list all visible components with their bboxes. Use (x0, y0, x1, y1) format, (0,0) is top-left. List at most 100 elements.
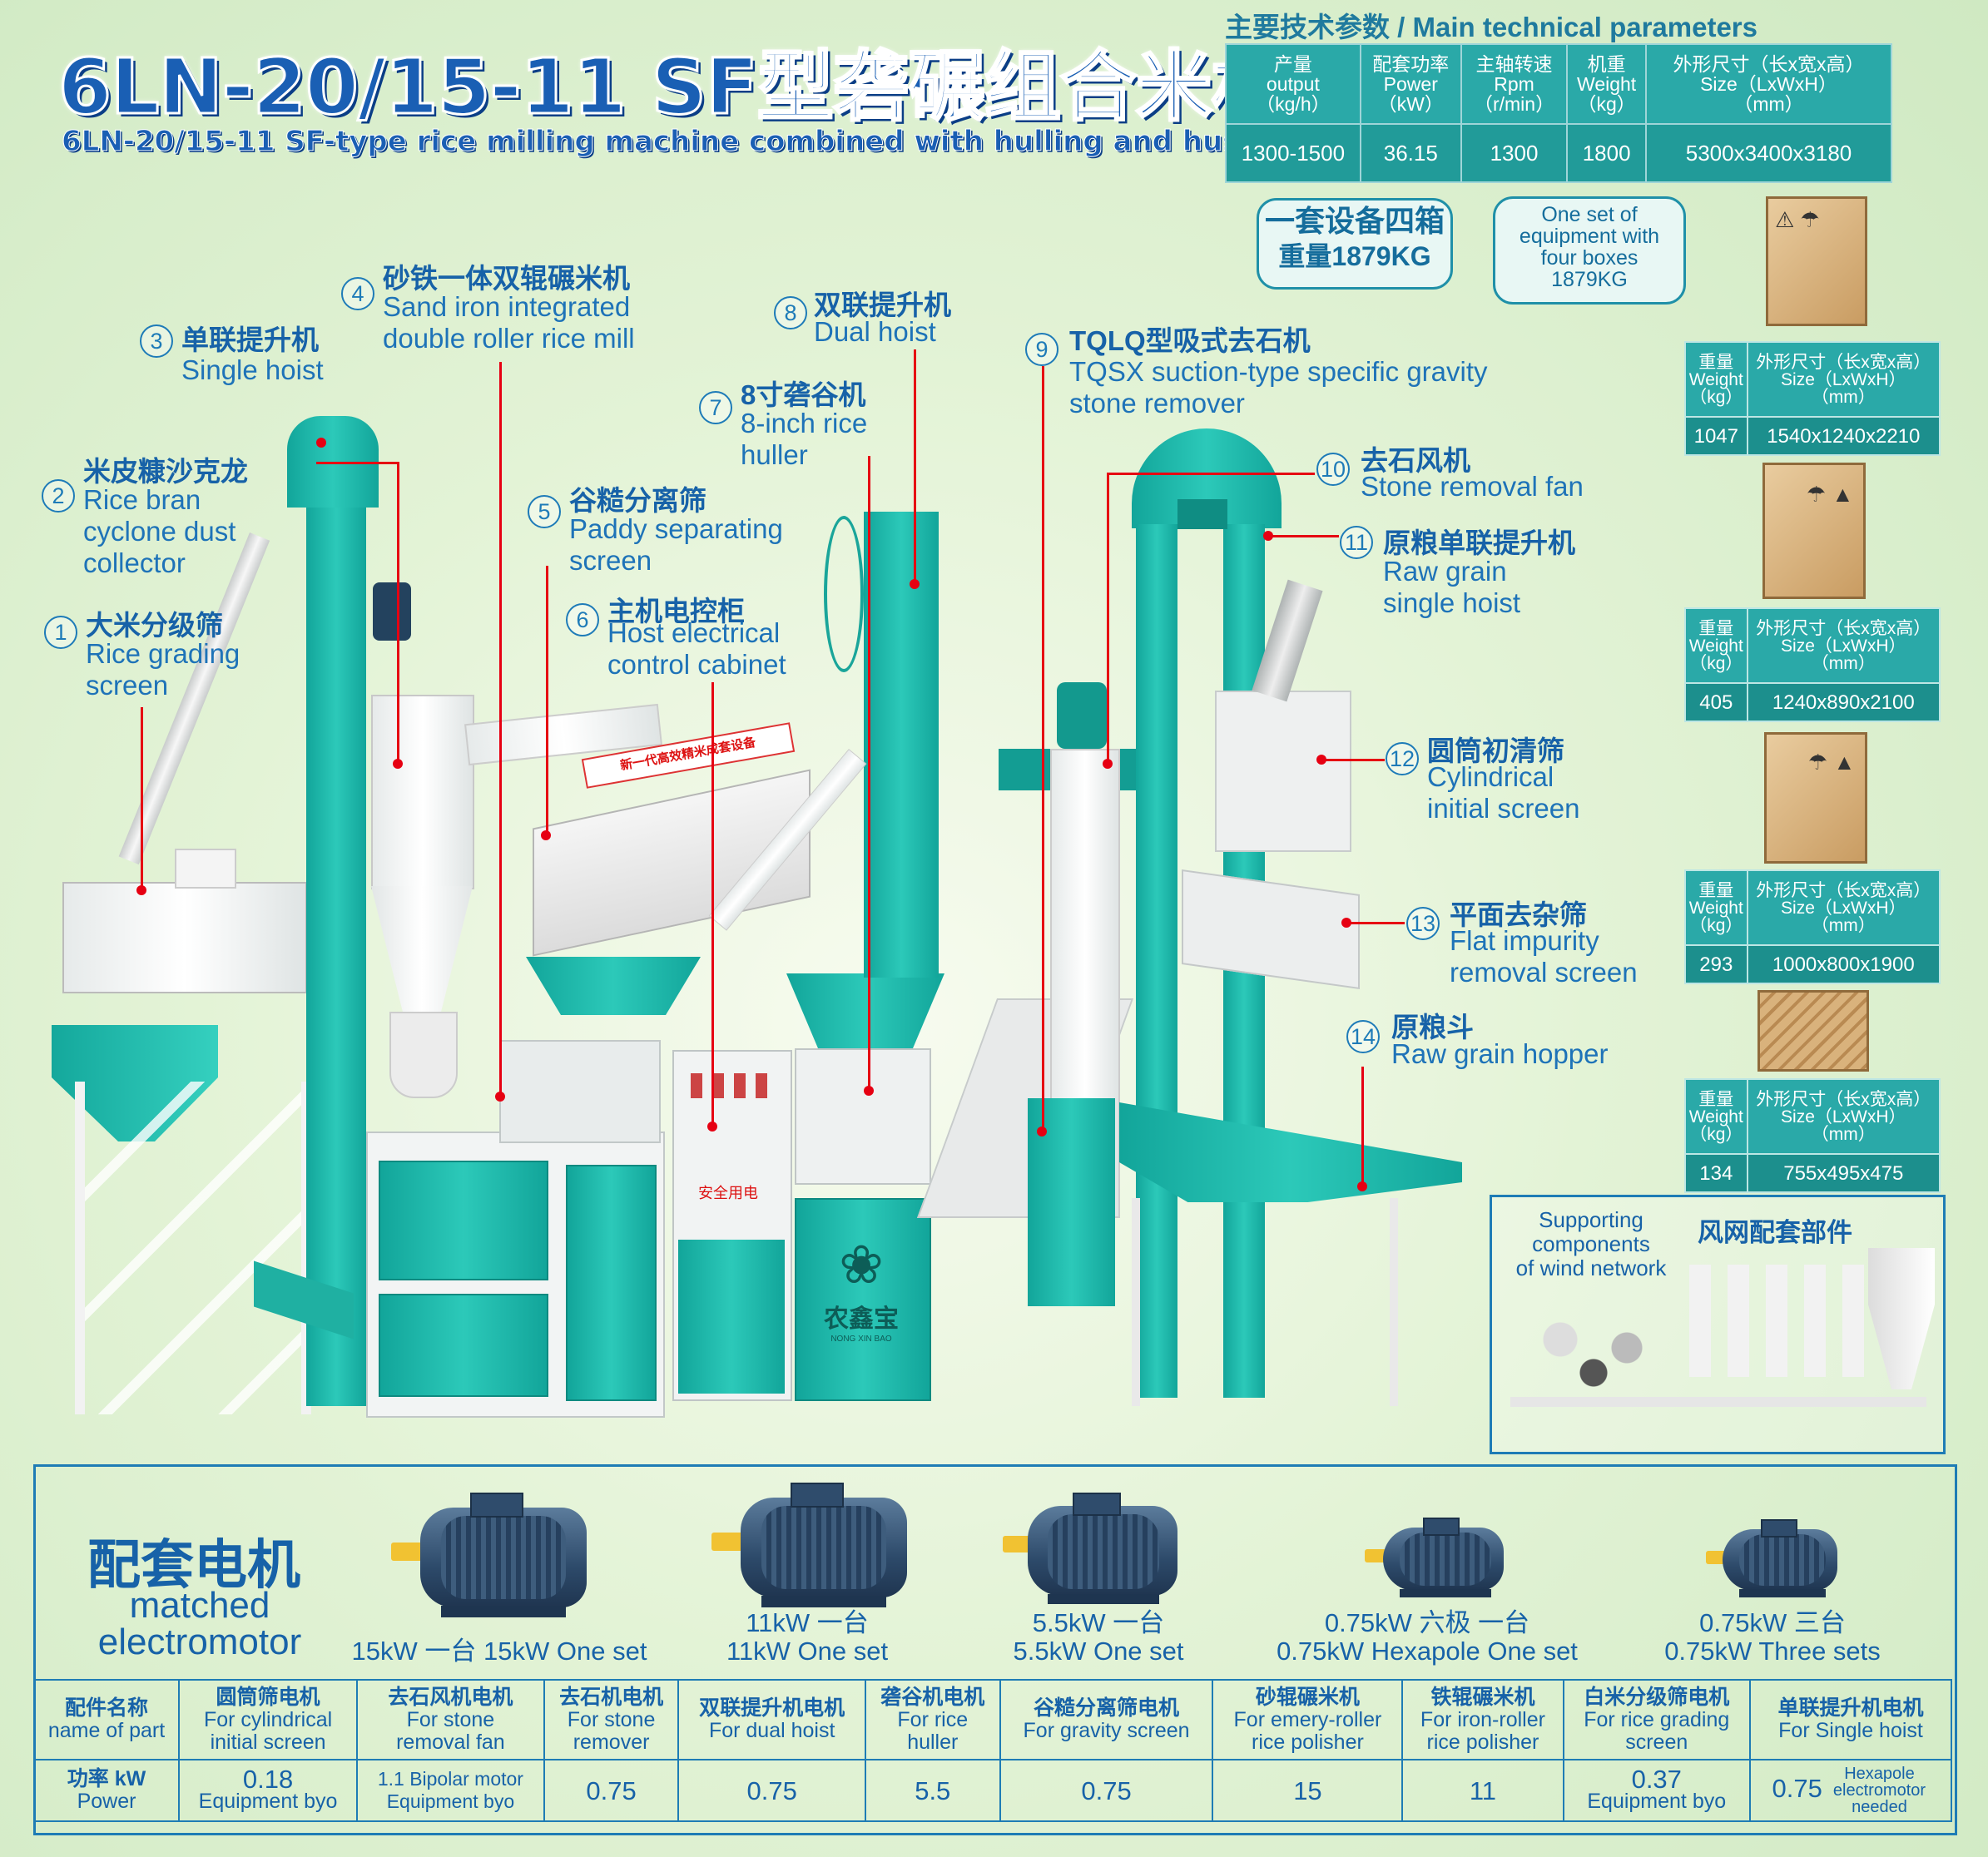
motor-terminal-box (791, 1483, 844, 1508)
callout-10-cn: 去石风机 (1361, 445, 1470, 476)
motor-shaft (391, 1543, 424, 1561)
callout-number-6: 6 (566, 603, 599, 636)
leader-line-2 (397, 462, 399, 761)
brand-name-en: NONG XIN BAO (830, 1335, 892, 1344)
motor-fins (761, 1506, 886, 1589)
leader-dot-3 (316, 438, 326, 448)
callout-14-cn: 原粮斗 (1391, 1012, 1474, 1042)
leader-dot-2 (393, 759, 403, 769)
callout-number-13: 13 (1406, 907, 1440, 940)
single-hoist (306, 474, 366, 1406)
cabinet-lower-panel (678, 1240, 785, 1394)
motor-foot (1048, 1594, 1159, 1604)
cabinet-warning-label: 安全用电 (698, 1185, 758, 1201)
callout-14-en: Raw grain hopper (1391, 1038, 1609, 1069)
crate-image-2: ☂ ▲ (1762, 463, 1866, 599)
support-rails-image (1510, 1385, 1926, 1419)
callout-number-3: 3 (140, 324, 173, 358)
tech-value-power: 36.15 (1359, 123, 1462, 183)
leader-line-10h (1107, 473, 1315, 475)
rice-mill-upper (499, 1040, 661, 1143)
callout-4-cn: 砂铁一体双辊碾米机 (383, 263, 630, 294)
rice-mill-panel-3 (566, 1165, 657, 1401)
motor-foot (1400, 1589, 1491, 1597)
callout-number-4: 4 (341, 277, 374, 310)
leader-line-5 (546, 566, 548, 834)
rice-mill-panel-1 (379, 1161, 548, 1280)
power-cell-8: 11 (1401, 1759, 1564, 1822)
tech-value-size: 5300x3400x3180 (1645, 123, 1892, 183)
tech-value-weight: 1800 (1566, 123, 1647, 183)
callout-10-en: Stone removal fan (1361, 471, 1584, 502)
rice-grading-screen-box (62, 882, 307, 993)
stone-remover-fan-motor (1057, 682, 1107, 749)
callout-number-2: 2 (42, 479, 75, 513)
rice-mill-panel-2 (379, 1294, 548, 1397)
flat-impurity-removal-screen (1182, 869, 1360, 990)
page-subtitle: 6LN-20/15-11 SF-type rice milling machin… (61, 125, 1309, 159)
crate-image-4 (1757, 990, 1869, 1072)
leader-line-1 (141, 707, 143, 886)
crate-size: 1000x800x1900 (1746, 944, 1941, 984)
callout-7-cn: 8寸砻谷机 (741, 379, 866, 410)
crate-size: 755x495x475 (1746, 1153, 1941, 1193)
power-cell-5: 5.5 (864, 1759, 1001, 1822)
callout-11-cn: 原粮单联提升机 (1383, 527, 1575, 558)
motor-fins (1048, 1514, 1159, 1589)
motor-shaft (1003, 1536, 1033, 1552)
leader-line-12 (1323, 759, 1385, 761)
callout-5-cn: 谷糙分离筛 (569, 485, 706, 516)
cyclone-cone (371, 886, 473, 1028)
motor-shaft (1365, 1549, 1386, 1562)
page-title: 6LN-20/15-11 SF型砻碾组合米机 (57, 42, 1290, 133)
callout-8-cn: 双联提升机 (814, 290, 951, 320)
callout-2-cn: 米皮糠沙克龙 (83, 456, 248, 487)
crate-weight: 293 (1684, 944, 1748, 984)
callout-number-9: 9 (1025, 333, 1058, 366)
tech-header-size: 外形尺寸（长x宽x高）Size（LxWxH）（mm） (1645, 43, 1892, 125)
motor-0-75kw-three-image (1706, 1518, 1847, 1614)
leader-line-10 (1107, 473, 1109, 762)
callout-12-cn: 圆筒初清筛 (1427, 735, 1564, 766)
cyclone-dust-collector (371, 695, 474, 889)
leader-line-9 (1042, 366, 1044, 1130)
cabinet-buttons (691, 1073, 774, 1098)
motor-fins (1739, 1534, 1826, 1586)
size-head: 外形尺寸（长x宽x高）Size（LxWxH）（mm） (1746, 341, 1941, 418)
leader-dot-8 (910, 579, 920, 589)
boxes-summary-en: One set of equipment with four boxes 187… (1493, 196, 1686, 305)
motor-fins (1400, 1533, 1491, 1586)
leader-dot-6 (707, 1122, 717, 1132)
rice-huller-hopper (786, 973, 944, 1048)
motor-fins (441, 1516, 566, 1599)
motor-shaft (1706, 1551, 1726, 1564)
crate-size: 1240x890x2100 (1746, 682, 1941, 722)
tech-params-heading: 主要技术参数 / Main technical parameters (1225, 12, 1758, 42)
leader-dot-14 (1357, 1181, 1367, 1191)
